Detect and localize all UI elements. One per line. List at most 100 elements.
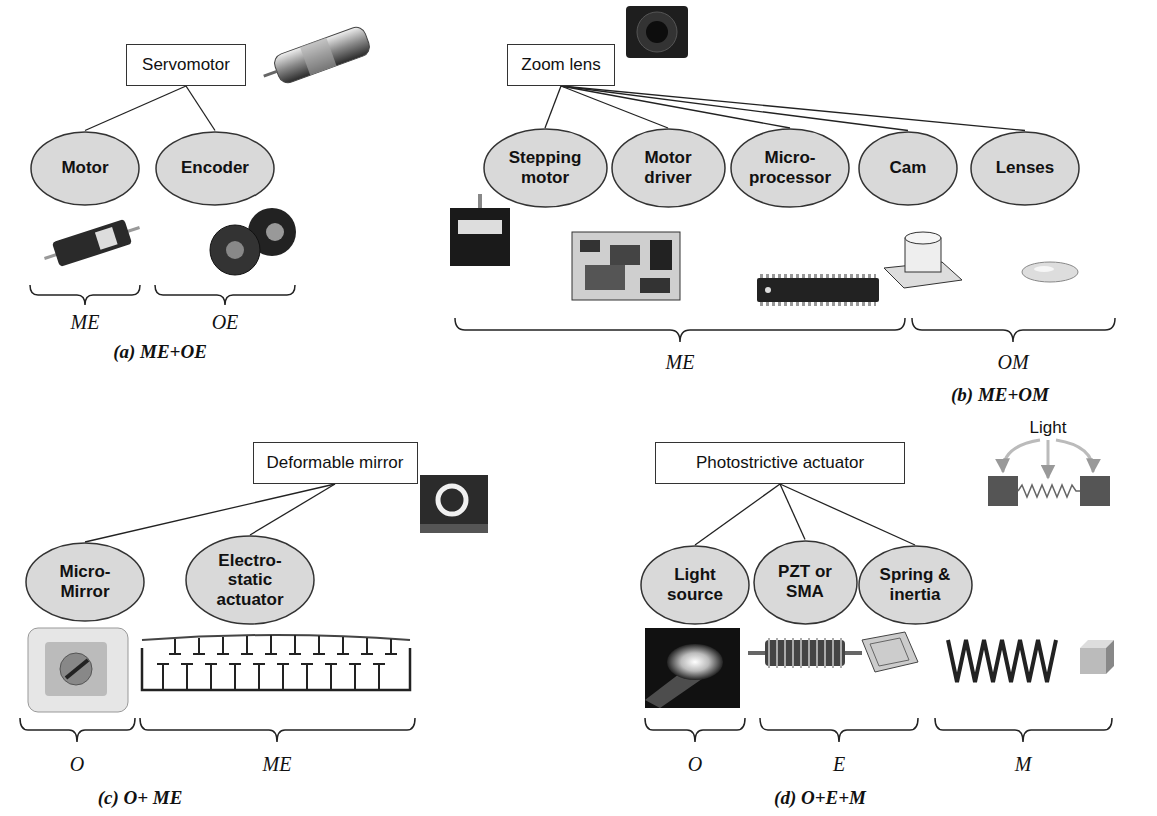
part-type-tag: OM: [997, 351, 1028, 374]
text-holder: Spring & inertia: [874, 565, 957, 604]
board-part: [640, 278, 670, 293]
component-ellipse: Micro- Mirror: [25, 542, 145, 622]
component-ellipse: PZT or SMA: [753, 540, 858, 625]
tree-connector: [545, 86, 561, 128]
text-holder: PZT or SMA: [767, 562, 843, 601]
part-type-tag: O: [688, 753, 702, 776]
text-holder: Electro- static actuator: [203, 551, 297, 610]
zoom-lens-ring: [637, 12, 677, 52]
brace: [20, 718, 135, 742]
ellipse-shape: [31, 132, 139, 205]
chip-pins: [760, 274, 876, 278]
node-text: Photostrictive actuator: [696, 453, 864, 473]
brace: [455, 318, 905, 342]
micro-mirror-photo: [28, 628, 128, 712]
node-text: Light source: [655, 565, 734, 604]
part-type-tag: OE: [212, 311, 239, 334]
part-type-tag: O: [70, 753, 84, 776]
subfigure-caption: (c) O+ ME: [98, 787, 183, 809]
node-text: PZT or SMA: [767, 562, 843, 601]
ellipse-shape: [971, 132, 1079, 205]
component-ellipse: Light source: [640, 545, 750, 625]
encoder-photo: [210, 208, 296, 275]
chip-mark: [765, 287, 771, 293]
node-text: Servomotor: [142, 55, 230, 75]
tree-connector: [85, 86, 186, 131]
ellipse-shape: [754, 541, 857, 624]
ellipse-shape: [156, 132, 274, 205]
node-text: Spring & inertia: [874, 565, 957, 604]
node-text: Micro- Mirror: [42, 562, 128, 601]
system-box: Servomotor: [126, 44, 246, 86]
comb-actuator-drawing: [142, 635, 410, 690]
node-text: Micro- processor: [747, 148, 833, 187]
mirror-ring: [438, 486, 466, 514]
board-part: [610, 245, 640, 265]
ellipse-shape: [186, 536, 314, 624]
node-text: Encoder: [172, 158, 258, 178]
photostrictive-sketch: [988, 440, 1110, 506]
cam-photo: [884, 232, 962, 288]
text-holder: Micro- Mirror: [42, 562, 128, 601]
pzt-discs: [768, 638, 842, 668]
brace: [30, 285, 140, 305]
tree-connector: [780, 484, 805, 540]
system-box: Zoom lens: [507, 44, 615, 86]
component-ellipse: Motor: [30, 131, 140, 206]
sma-track: [870, 638, 909, 666]
subfigure-caption: (a) ME+OE: [113, 341, 207, 363]
stepping-motor-photo: [450, 194, 510, 266]
tree-connector: [780, 484, 915, 545]
tree-connector: [85, 484, 335, 542]
part-type-tag: ME: [666, 351, 695, 374]
servomotor-gears: [300, 37, 337, 75]
text-holder: Cam: [872, 158, 944, 178]
lens-photo: [1022, 262, 1078, 282]
component-ellipse: Motor driver: [611, 128, 726, 208]
node-text: Motor: [45, 158, 124, 178]
component-ellipse: Cam: [858, 131, 958, 206]
brace: [760, 718, 918, 742]
system-box: Deformable mirror: [253, 442, 418, 484]
brace: [645, 718, 745, 742]
motor-label: [95, 227, 118, 250]
lens: [1022, 262, 1078, 282]
tree-connector: [250, 484, 335, 535]
light-ray: [1047, 440, 1050, 478]
component-ellipse: Stepping motor: [483, 128, 608, 208]
ellipse-shape: [859, 546, 972, 624]
servomotor-body: [272, 24, 372, 85]
component-ellipse: Electro- static actuator: [185, 535, 315, 625]
actuator-block: [988, 476, 1018, 506]
tree-connector: [561, 86, 1025, 131]
encoder-front: [210, 225, 260, 275]
actuator-spring: [1018, 485, 1080, 497]
encoder-back-shaft: [266, 223, 284, 241]
cam-barrel-top: [905, 232, 941, 244]
text-holder: Motor: [45, 158, 124, 178]
tree-connector: [561, 86, 790, 128]
pzt-photo: [748, 632, 918, 672]
system-box: Photostrictive actuator: [655, 442, 905, 484]
mirror-cable: [420, 524, 488, 533]
servomotor-photo: [259, 24, 373, 90]
component-ellipse: Micro- processor: [730, 128, 850, 208]
ellipse-shape: [612, 129, 725, 207]
component-ellipse: Spring & inertia: [858, 545, 973, 625]
tree-connector: [561, 86, 908, 131]
spring-inertia-photo: [948, 640, 1114, 682]
text-holder: Micro- processor: [747, 148, 833, 187]
brace: [935, 718, 1112, 742]
part-type-tag: ME: [71, 311, 100, 334]
node-text: Lenses: [985, 158, 1064, 178]
comb-moving-electrodes: [169, 635, 397, 654]
driver-board-photo: [572, 232, 680, 300]
motor-photo: [40, 215, 143, 271]
chip-pins: [760, 302, 876, 306]
actuator-block: [1080, 476, 1110, 506]
part-type-tag: M: [1015, 753, 1032, 776]
node-text: Stepping motor: [500, 148, 590, 187]
